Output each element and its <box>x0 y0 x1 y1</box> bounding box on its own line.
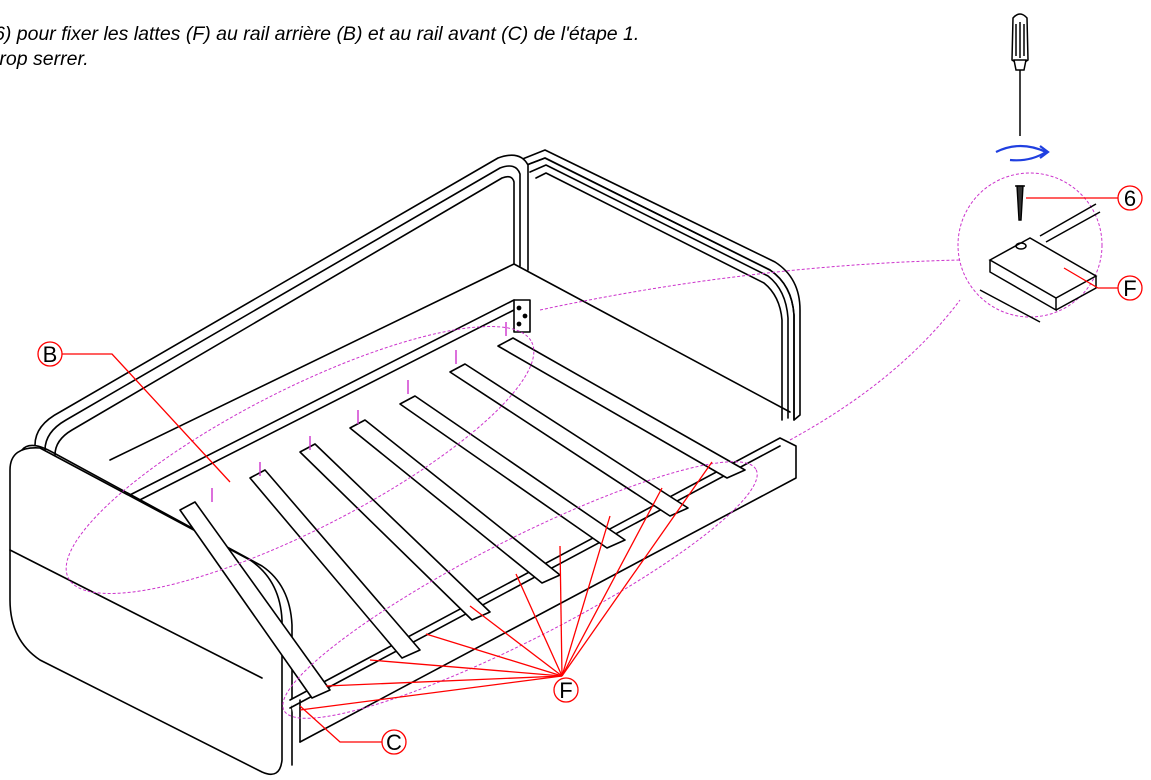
detail-slat-end <box>1055 276 1097 311</box>
instruction-text: 6) pour fixer les lattes (F) au rail arr… <box>0 22 639 72</box>
callout-c: C <box>386 730 402 755</box>
callout-f-detail: F <box>1123 276 1136 301</box>
screw-icon <box>1015 185 1025 221</box>
callout-f-detail-circle <box>1117 275 1143 301</box>
detail-view <box>979 203 1101 323</box>
detail-slat-side <box>989 260 1057 312</box>
screwdriver-icon <box>1011 13 1029 136</box>
back-rail-top <box>119 299 515 501</box>
front-armrest <box>9 444 293 776</box>
back-rail-highlight <box>65 325 535 595</box>
callout-6-circle <box>1117 185 1143 211</box>
leader-b <box>62 353 231 483</box>
inner-back-wall <box>109 263 791 461</box>
detail-slat <box>988 237 1098 299</box>
leader-lines <box>62 197 1118 743</box>
detail-frame-line-4 <box>1009 305 1041 323</box>
rear-bracket <box>513 299 531 333</box>
callout-b-circle <box>37 341 63 367</box>
callout-circles <box>37 185 1143 755</box>
callout-f: F <box>559 678 572 703</box>
callout-b: B <box>43 342 58 367</box>
detail-frame-line-3 <box>979 289 1011 307</box>
leader-c <box>299 705 382 743</box>
back-armrest <box>34 154 529 456</box>
callout-6: 6 <box>1124 186 1136 211</box>
instruction-line-1: 6) pour fixer les lattes (F) au rail arr… <box>0 23 640 45</box>
rotation-arrow-icon <box>995 144 1050 162</box>
leader-detail-f <box>1063 267 1118 289</box>
detail-frame-line-2 <box>1045 211 1101 243</box>
back-rail-bottom <box>119 309 515 511</box>
callout-c-circle <box>381 729 407 755</box>
detail-screw-hole <box>1015 242 1027 250</box>
leader-f-group <box>299 461 713 711</box>
slats <box>179 337 746 699</box>
detail-connector-bottom <box>789 299 961 441</box>
detail-connector-top <box>539 259 961 311</box>
slat-screws <box>211 322 507 502</box>
instruction-line-2: trop serrer. <box>0 48 89 70</box>
detail-frame-line-1 <box>1039 203 1097 237</box>
callout-f-circle <box>553 677 579 703</box>
